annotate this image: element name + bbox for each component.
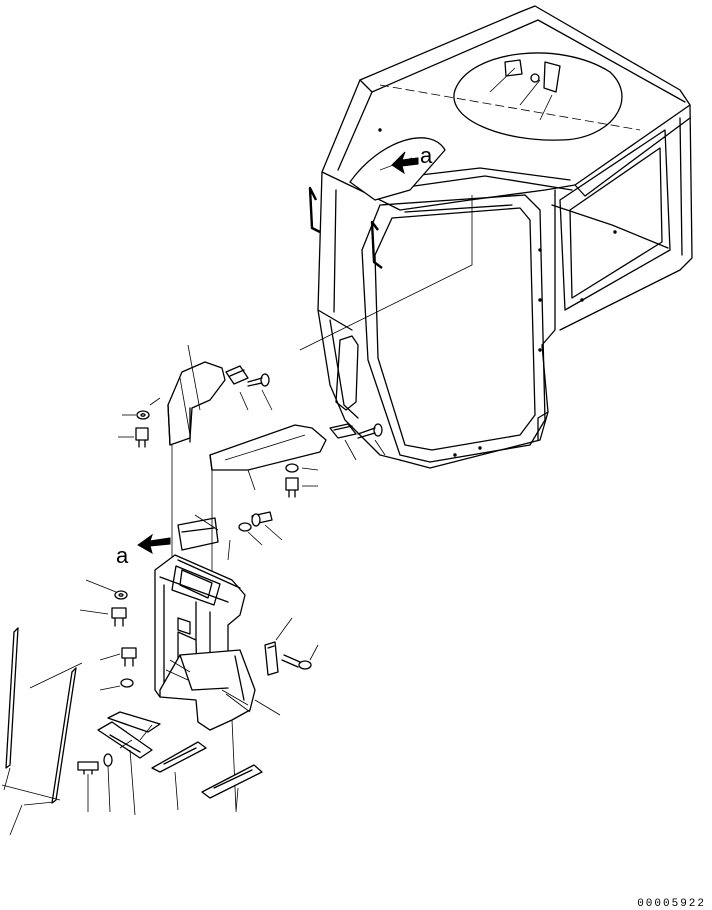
bolt-icon [251, 511, 273, 527]
reference-a-lower: a [116, 514, 219, 568]
leader-lines-upper [299, 67, 553, 351]
reference-a-upper: a [391, 143, 433, 175]
bolt-icon [247, 373, 270, 387]
bolt-icon [357, 423, 383, 439]
fasteners-left-upper [118, 397, 161, 448]
arrow-icon [137, 533, 171, 555]
bottom-hardware [77, 711, 263, 816]
bracket-left [167, 344, 273, 446]
fasteners-stand-left [79, 579, 137, 691]
drawing-number: 00005922 [637, 898, 706, 910]
washer-icon [285, 463, 299, 473]
cab-bolt-dots [378, 128, 617, 457]
reference-label-lower: a [116, 543, 129, 568]
fasteners-right-arm [238, 463, 319, 546]
rods-left [1, 627, 83, 836]
washer-icon [120, 678, 134, 688]
clip-icon [225, 365, 249, 385]
bolt-icon [285, 477, 299, 498]
clip-icon [264, 641, 279, 676]
washer-icon [103, 753, 113, 767]
bolt-icon [111, 607, 127, 627]
reference-label-upper: a [420, 143, 433, 168]
fasteners-stand-right [231, 617, 319, 811]
bolt-icon [121, 647, 137, 667]
bracket-right-arm [209, 423, 386, 491]
cab-assembly [308, 5, 693, 469]
console-stand [154, 554, 256, 731]
bolt-icon [281, 654, 312, 670]
bolt-icon [135, 427, 149, 448]
bolt-icon [77, 761, 99, 775]
clip-icon [329, 423, 357, 439]
arrow-icon [391, 151, 419, 175]
